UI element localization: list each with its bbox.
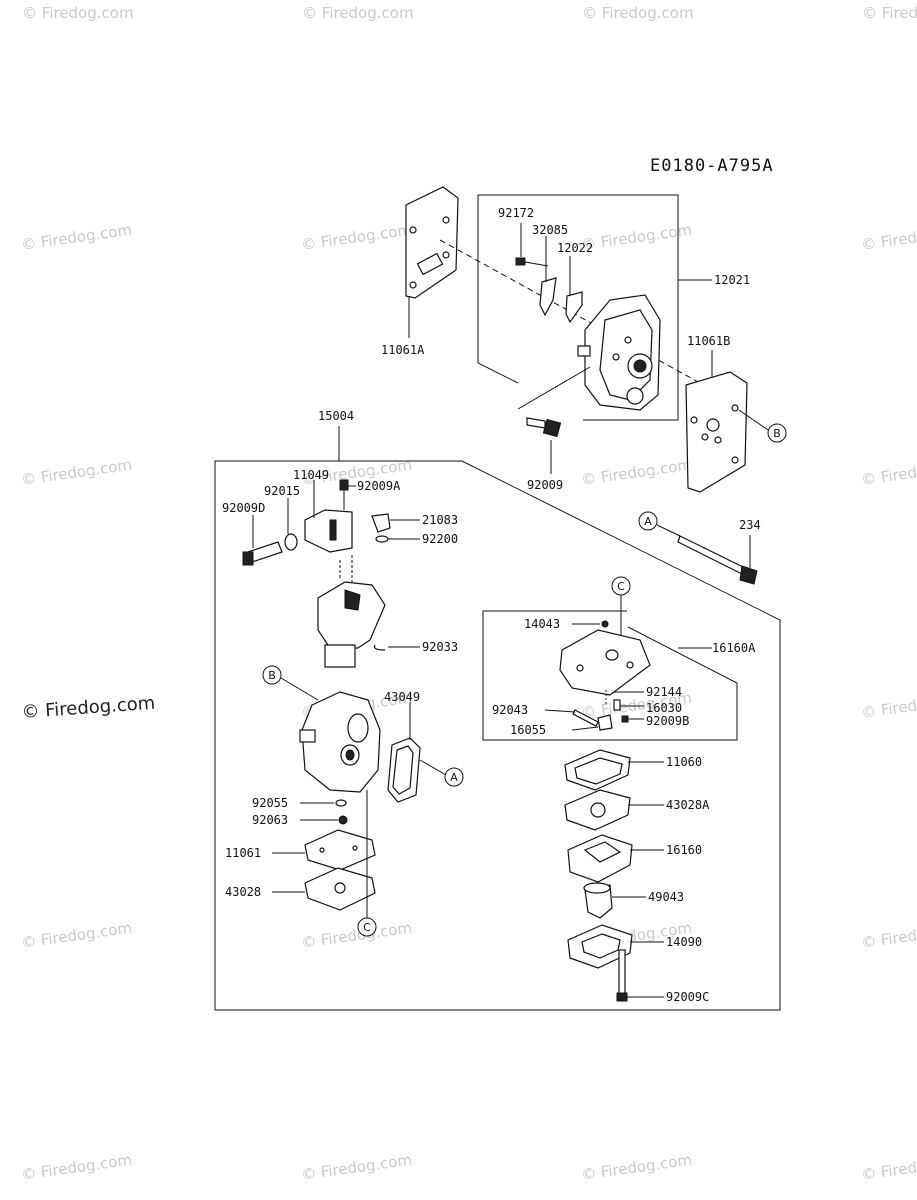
ref-c-label-lower: C [363, 921, 371, 934]
ref-b-label-lower: B [268, 669, 276, 682]
part-label-92055: 92055 [252, 796, 288, 810]
part-label-92043: 92043 [492, 703, 528, 717]
ref-a-label-top: A [644, 515, 652, 528]
part-label-92009: 92009 [527, 478, 563, 492]
watermark: © Firedog.com [862, 4, 917, 22]
part-label-16160a: 16160A [712, 641, 756, 655]
part-label-21083: 21083 [422, 513, 458, 527]
part-label-92009d: 92009D [222, 501, 265, 515]
watermark: © Firedog.com [860, 689, 917, 722]
part-label-16160: 16160 [666, 843, 702, 857]
upper-assembly: B [405, 186, 787, 493]
part-label-43049: 43049 [384, 690, 420, 704]
part-label-32085: 32085 [532, 223, 568, 237]
part-label-15004: 15004 [318, 409, 354, 423]
part-label-92015: 92015 [264, 484, 300, 498]
watermark: © Firedog.com [580, 456, 693, 489]
watermark: © Firedog.com [860, 1151, 917, 1184]
part-label-11061a: 11061A [381, 343, 425, 357]
ref-b-label: B [773, 427, 781, 440]
watermark: © Firedog.com [22, 4, 134, 22]
part-labels: 92172 32085 12022 12021 11061A 11061B 15… [222, 206, 761, 1004]
watermark: © Firedog.com [860, 456, 917, 489]
part-label-11061: 11061 [225, 846, 261, 860]
part-label-11061b: 11061B [687, 334, 730, 348]
watermark: © Firedog.com [582, 4, 694, 22]
part-label-16055: 16055 [510, 723, 546, 737]
watermark: © Firedog.com [300, 221, 413, 254]
watermark: © Firedog.com [860, 919, 917, 952]
part-label-234: 234 [739, 518, 761, 532]
watermark: © Firedog.com [580, 1151, 693, 1184]
watermark-prominent: © Firedog.com [21, 693, 156, 723]
part-label-16030: 16030 [646, 701, 682, 715]
ref-c-label-upper: C [617, 580, 625, 593]
gasket-11061a-shape [405, 186, 459, 299]
part-label-92172: 92172 [498, 206, 534, 220]
lower-assembly: A B [214, 426, 781, 1011]
watermark: © Firedog.com [20, 456, 133, 489]
watermark: © Firedog.com [20, 1151, 133, 1184]
part-label-92063: 92063 [252, 813, 288, 827]
part-label-92144: 92144 [646, 685, 682, 699]
gasket-11061b-shape [685, 371, 748, 493]
part-label-92200: 92200 [422, 532, 458, 546]
part-label-92009b: 92009B [646, 714, 689, 728]
part-label-92009a: 92009A [357, 479, 401, 493]
part-label-11049: 11049 [293, 468, 329, 482]
part-label-49043: 49043 [648, 890, 684, 904]
part-label-14043: 14043 [524, 617, 560, 631]
part-label-12021: 12021 [714, 273, 750, 287]
watermark: © Firedog.com [302, 4, 414, 22]
part-label-92009c: 92009C [666, 990, 709, 1004]
part-label-11060: 11060 [666, 755, 702, 769]
part-label-14090: 14090 [666, 935, 702, 949]
diagram-code: E0180-A795A [650, 156, 774, 176]
watermark: © Firedog.com [860, 221, 917, 254]
watermark: © Firedog.com [20, 919, 133, 952]
part-label-12022: 12022 [557, 241, 593, 255]
watermark: © Firedog.com [300, 919, 413, 952]
part-label-92033: 92033 [422, 640, 458, 654]
part-label-43028: 43028 [225, 885, 261, 899]
watermark: © Firedog.com [20, 221, 133, 254]
watermark: © Firedog.com [580, 221, 693, 254]
watermarks: © Firedog.com © Firedog.com © Firedog.co… [20, 4, 917, 1184]
part-label-43028a: 43028A [666, 798, 710, 812]
watermark: © Firedog.com [300, 1151, 413, 1184]
ref-a-label-lower: A [450, 771, 458, 784]
